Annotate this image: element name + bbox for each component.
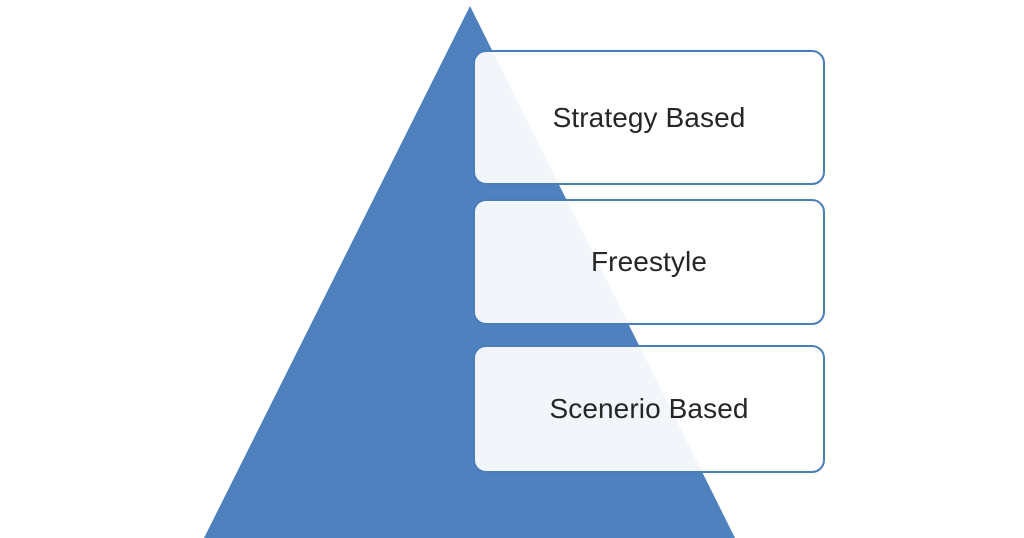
pyramid-level-label: Strategy Based [552, 101, 746, 133]
pyramid-level-strategy-based[interactable]: Strategy Based [473, 50, 825, 185]
pyramid-level-freestyle[interactable]: Freestyle [473, 199, 825, 325]
pyramid-level-label: Freestyle [590, 246, 708, 277]
pyramid-level-label: Scenerio Based [549, 393, 749, 424]
pyramid-level-scenerio-based[interactable]: Scenerio Based [473, 345, 825, 473]
